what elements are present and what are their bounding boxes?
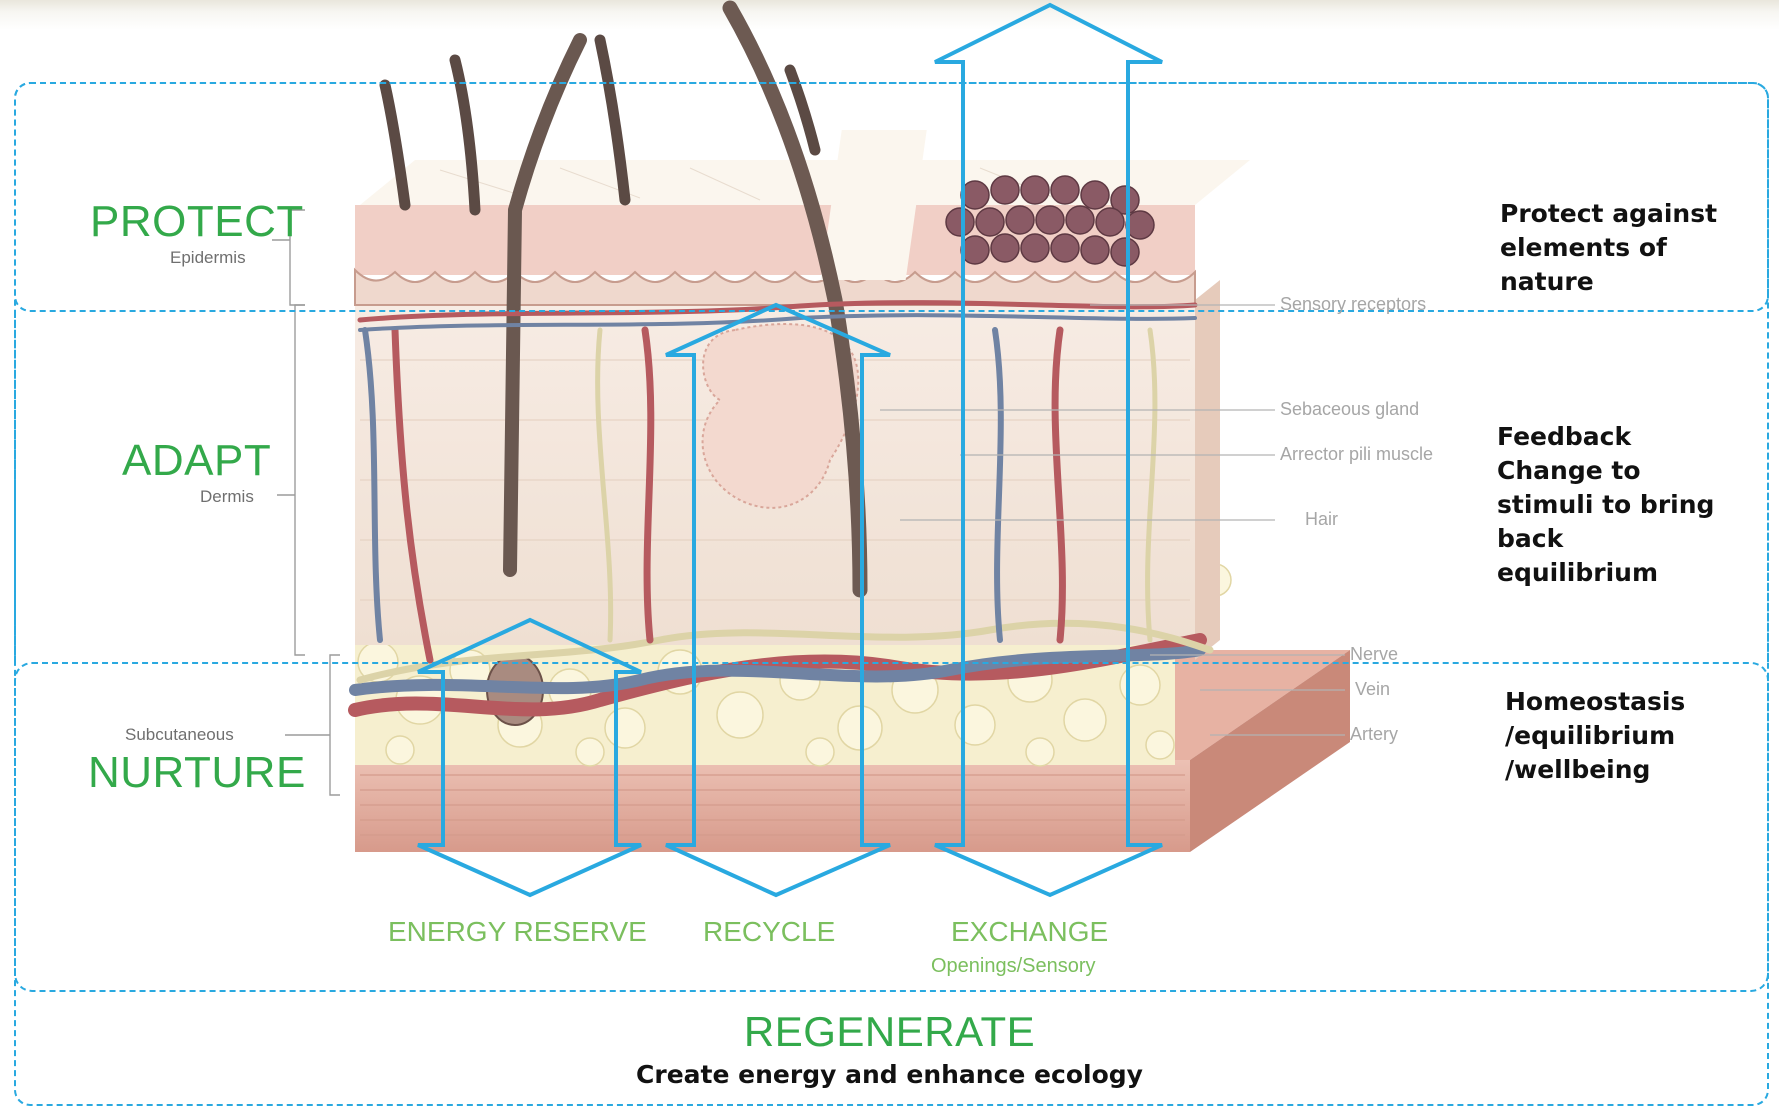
exchange-label: EXCHANGE bbox=[951, 916, 1108, 948]
protect-title: PROTECT bbox=[90, 197, 304, 247]
callout-nerve: Nerve bbox=[1350, 644, 1398, 665]
recycle-label: RECYCLE bbox=[703, 916, 835, 948]
nurture-note: Homeostasis /equilibrium /wellbeing bbox=[1505, 685, 1745, 787]
subcutaneous-label: Subcutaneous bbox=[125, 725, 234, 745]
protect-note: Protect against elements of nature bbox=[1500, 197, 1740, 299]
adapt-note: Feedback Change to stimuli to bring back… bbox=[1497, 420, 1737, 590]
callout-hair: Hair bbox=[1305, 509, 1338, 530]
callout-vein: Vein bbox=[1355, 679, 1390, 700]
regenerate-description: Create energy and enhance ecology bbox=[0, 1060, 1779, 1089]
epidermis-label: Epidermis bbox=[170, 248, 246, 268]
exchange-sublabel: Openings/Sensory bbox=[931, 955, 1096, 978]
callout-artery: Artery bbox=[1350, 724, 1398, 745]
callout-sebaceous-gland: Sebaceous gland bbox=[1280, 399, 1419, 420]
nurture-title: NURTURE bbox=[88, 748, 306, 798]
callout-arrector-pili-muscle: Arrector pili muscle bbox=[1280, 444, 1433, 465]
regenerate-title: REGENERATE bbox=[0, 1008, 1779, 1056]
energy-reserve-label: ENERGY RESERVE bbox=[388, 916, 647, 948]
callout-sensory-receptors: Sensory receptors bbox=[1280, 294, 1426, 315]
adapt-title: ADAPT bbox=[122, 436, 271, 486]
dermis-label: Dermis bbox=[200, 487, 254, 507]
